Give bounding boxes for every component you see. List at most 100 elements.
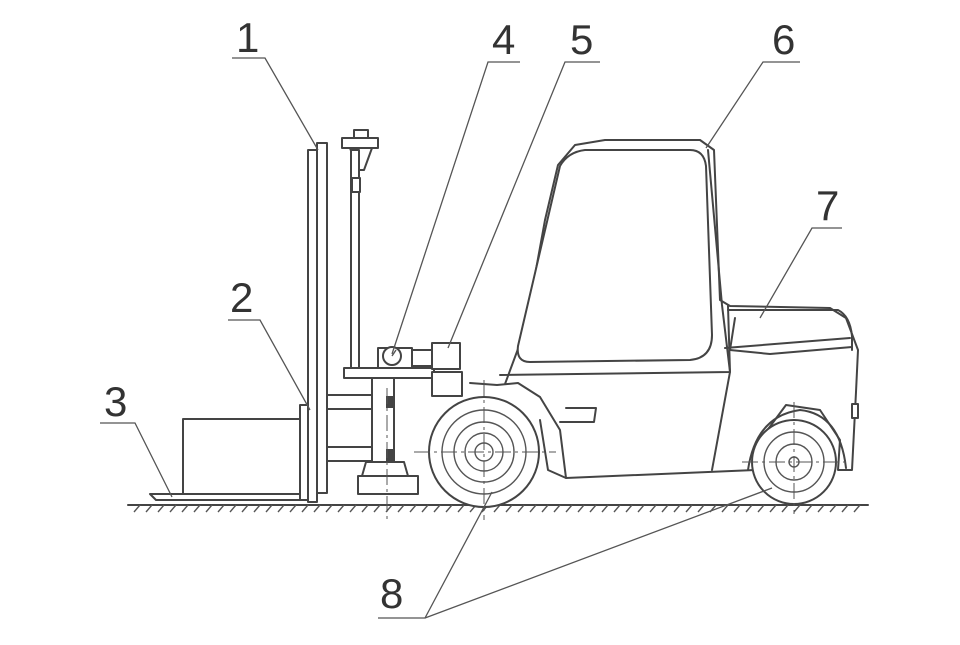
hatch-mark — [565, 504, 573, 513]
truck-body — [469, 139, 859, 479]
carriage-post — [357, 374, 419, 495]
hatch-mark — [541, 504, 549, 513]
mast-outer-rail — [307, 149, 318, 503]
hatch-mark — [805, 504, 813, 513]
hatch-mark — [493, 504, 501, 513]
hatch-mark — [505, 504, 513, 513]
callout-labels: 1 2 3 4 5 6 7 8 — [104, 14, 839, 617]
measurement-platform — [343, 342, 463, 397]
hatch-mark — [685, 504, 693, 513]
leader-5 — [447, 61, 600, 349]
hatch-mark — [181, 504, 189, 513]
hatch-mark — [457, 504, 465, 513]
hatch-mark — [613, 504, 621, 513]
hatch-mark — [277, 504, 285, 513]
sensor-box — [431, 342, 461, 370]
post-bolt-lower — [386, 449, 394, 461]
gauge-needle — [391, 349, 397, 357]
fork-shank — [299, 404, 309, 501]
sensor-mount — [431, 371, 463, 397]
front-fender-edge — [539, 419, 567, 479]
gauge-arm — [411, 349, 435, 367]
cylinder-head — [341, 137, 379, 149]
rear-light — [851, 403, 859, 419]
hood-top — [727, 309, 853, 351]
hatch-mark — [781, 504, 789, 513]
leader-lines — [100, 57, 842, 619]
hatch-mark — [265, 504, 273, 513]
hatch-mark — [301, 504, 309, 513]
hatch-mark — [601, 504, 609, 513]
step-plate — [559, 407, 597, 423]
hatch-mark — [373, 504, 381, 513]
hatch-mark — [589, 504, 597, 513]
hatch-mark — [433, 504, 441, 513]
hatch-mark — [673, 504, 681, 513]
hatch-mark — [817, 504, 825, 513]
hatch-mark — [577, 504, 585, 513]
lift-cylinder — [341, 129, 379, 373]
cylinder-clamp — [351, 177, 361, 193]
hatch-mark — [757, 504, 765, 513]
cabin-window — [516, 149, 713, 363]
hatch-mark — [337, 504, 345, 513]
hatch-mark — [253, 504, 261, 513]
label-1: 1 — [236, 14, 259, 61]
hatch-mark — [649, 504, 657, 513]
hatch-mark — [517, 504, 525, 513]
leader-4 — [391, 61, 520, 355]
label-8: 8 — [380, 570, 403, 617]
hatch-mark — [217, 504, 225, 513]
hatch-mark — [625, 504, 633, 513]
hatch-mark — [733, 504, 741, 513]
leader-3 — [100, 422, 173, 498]
post-base — [357, 475, 419, 495]
mast-inner-rail — [316, 142, 328, 494]
hatch-mark — [205, 504, 213, 513]
leader-8b — [424, 487, 773, 619]
label-7: 7 — [816, 182, 839, 229]
label-2: 2 — [230, 274, 253, 321]
cylinder-cap — [353, 129, 369, 139]
hatch-mark — [637, 504, 645, 513]
hatch-mark — [397, 504, 405, 513]
post-foot — [361, 461, 409, 477]
rear-wheel — [742, 402, 848, 514]
hatch-mark — [325, 504, 333, 513]
hood-front — [729, 317, 736, 351]
hatch-mark — [421, 504, 429, 513]
fork-blade — [149, 493, 307, 501]
body-outline — [469, 139, 859, 479]
hatch-mark — [193, 504, 201, 513]
hatch-mark — [745, 504, 753, 513]
label-4: 4 — [492, 16, 515, 63]
leader-1 — [232, 57, 319, 151]
hatch-mark — [169, 504, 177, 513]
hatch-mark — [349, 504, 357, 513]
load-box — [182, 418, 301, 498]
front-wheel — [414, 380, 556, 520]
hatch-mark — [853, 504, 861, 513]
counterweight-line — [724, 337, 851, 349]
hatch-mark — [445, 504, 453, 513]
hatch-mark — [229, 504, 237, 513]
hatch-mark — [361, 504, 369, 513]
hatch-mark — [697, 504, 705, 513]
hatch-mark — [829, 504, 837, 513]
post-bolt-upper — [386, 396, 394, 408]
label-5: 5 — [570, 16, 593, 63]
hatch-mark — [841, 504, 849, 513]
hatch-mark — [313, 504, 321, 513]
hatch-mark — [289, 504, 297, 513]
hatch-mark — [553, 504, 561, 513]
leader-2 — [228, 319, 311, 411]
hatch-mark — [769, 504, 777, 513]
hatch-mark — [529, 504, 537, 513]
cab-pillar — [707, 149, 731, 471]
ground-hatching — [133, 504, 861, 513]
leader-7 — [759, 227, 842, 319]
hatch-mark — [661, 504, 669, 513]
hatch-mark — [409, 504, 417, 513]
